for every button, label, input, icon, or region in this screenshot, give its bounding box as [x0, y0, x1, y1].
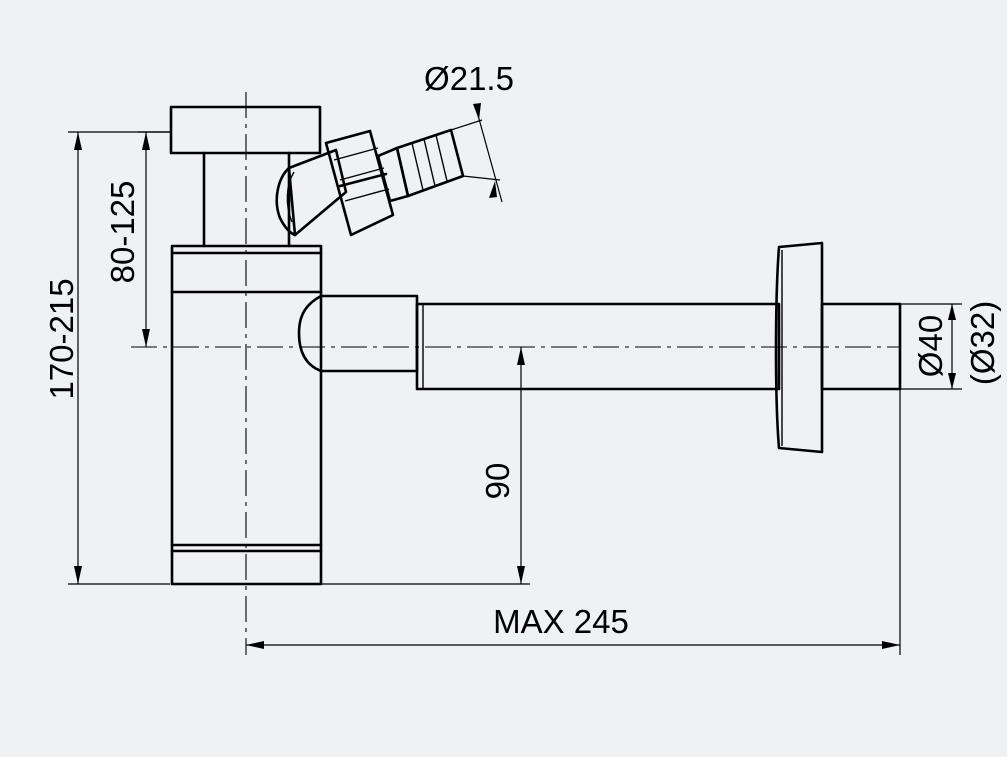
outlet-pipe: [297, 294, 781, 391]
hose-connector-label: Ø21.5: [424, 60, 514, 97]
dimension-hose-connector: Ø21.5: [424, 60, 514, 203]
dimension-max-length: MAX 245: [246, 389, 901, 655]
max-length-label: MAX 245: [493, 603, 629, 640]
outlet-diameter-alt-label: (Ø32): [964, 301, 1001, 385]
outlet-height-label: 90: [479, 463, 516, 500]
inlet-height-label: 80-125: [104, 181, 141, 284]
outlet-diameter-label: Ø40: [912, 315, 949, 377]
dimension-outlet-height: 90: [321, 347, 530, 585]
wall-rosette: [774, 241, 824, 454]
side-connector: [275, 128, 465, 237]
dimension-outlet-diameter: Ø40 (Ø32): [900, 301, 1001, 390]
overall-height-label: 170-215: [43, 278, 80, 399]
dimension-overall-height: 170-215: [43, 131, 170, 585]
dimension-inlet-height: 80-125: [104, 131, 170, 347]
